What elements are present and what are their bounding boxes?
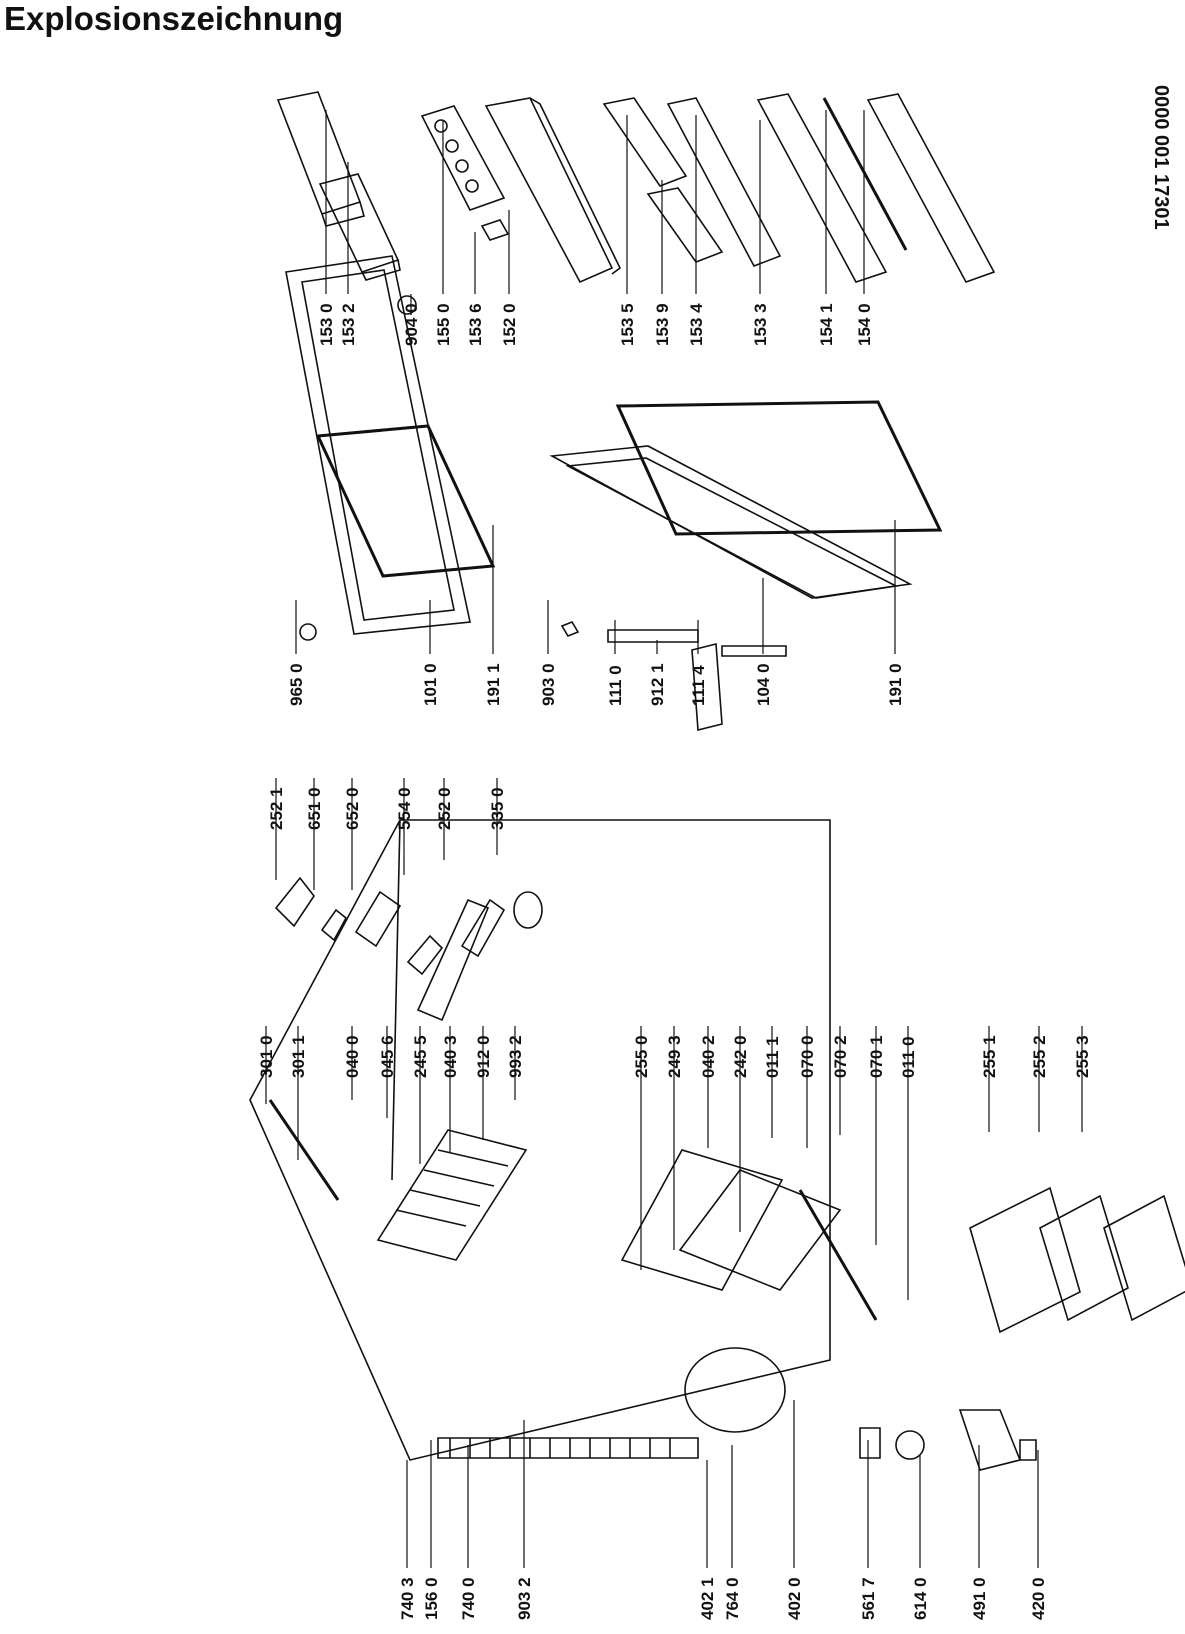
part-label-903-0: 903 0 [539,663,558,706]
door-shelf-divided [666,97,782,268]
handle-part [691,642,723,732]
fridge-door-gasket [615,400,943,536]
part-label-904-0: 904 0 [402,303,421,346]
wire-rack-2 [1039,1194,1129,1322]
freezer-door-gasket [315,424,496,578]
part-label-420-0: 420 0 [1029,1577,1048,1620]
part-label-491-0: 491 0 [970,1577,989,1620]
part-label-402-1: 402 1 [698,1577,717,1620]
egg-tray [420,105,506,211]
part-label-153-4: 153 4 [687,303,706,346]
clip-small [1019,1439,1037,1461]
hinge-bar [607,629,699,643]
plug-part [299,623,317,641]
part-label-156-0: 156 0 [422,1577,441,1620]
part-label-153-5: 153 5 [618,303,637,346]
bottom-strip [798,1189,878,1321]
page-title: Explosionszeichnung [4,0,344,37]
small-box-1 [602,97,688,187]
knob-part [397,295,417,315]
crisper-drawer [678,1169,842,1291]
strip-part [721,645,787,657]
butter-compartment [318,173,401,281]
part-label-912-1: 912 1 [648,663,667,706]
glass-shelf [620,1149,784,1291]
wire-rack-1 [969,1186,1081,1334]
part-label-153-0: 153 0 [317,303,336,346]
part-label-152-0: 152 0 [500,303,519,346]
condenser [437,1437,699,1459]
shelf-rail [822,97,908,251]
part-label-965-0: 965 0 [287,663,306,706]
part-label-740-3: 740 3 [398,1577,417,1620]
butter-compartment-lid [276,91,365,227]
part-label-153-2: 153 2 [339,303,358,346]
thermostat-assembly [274,876,543,1022]
part-label-191-1: 191 1 [484,663,503,706]
hinge-cap [560,621,580,637]
fridge-door [549,445,913,599]
part-label-101-0: 101 0 [421,663,440,706]
part-label-153-3: 153 3 [751,303,770,346]
part-label-191-0: 191 0 [886,663,905,706]
top-cover-strip [268,1099,340,1201]
refrigerator-cabinet [249,819,878,1461]
door-shelf-3 [756,93,888,283]
part-label-111-4: 111 4 [689,665,708,706]
door-shelf-4 [866,93,996,283]
capacitor-part [895,1430,925,1460]
part-label-561-7: 561 7 [859,1577,878,1620]
part-label-154-1: 154 1 [817,303,836,346]
compressor [684,1347,786,1433]
clip-part [480,219,510,241]
part-label-614-0: 614 0 [911,1577,930,1620]
part-label-104-0: 104 0 [754,663,773,706]
door-accessories [276,91,996,315]
relay-part [859,1427,881,1459]
part-label-402-0: 402 0 [785,1577,804,1620]
part-label-903-2: 903 2 [515,1577,534,1620]
small-box-2 [646,187,724,263]
door-shelf-large [484,97,622,284]
part-label-740-0: 740 0 [459,1577,478,1620]
part-label-111-0: 111 0 [606,665,625,706]
part-label-154-0: 154 0 [855,303,874,346]
part-label-155-0: 155 0 [434,303,453,346]
freezer-door [285,255,471,635]
cover-part [958,1409,1022,1471]
part-label-153-9: 153 9 [653,303,672,346]
wire-rack-3 [1103,1194,1185,1322]
part-label-153-6: 153 6 [466,303,485,346]
evaporator [376,1129,528,1261]
part-label-764-0: 764 0 [723,1577,742,1620]
